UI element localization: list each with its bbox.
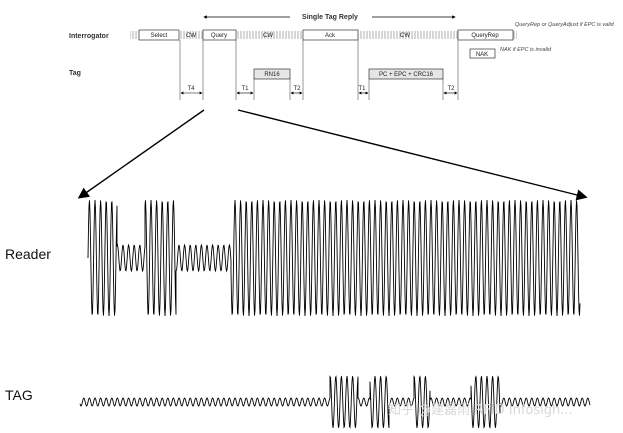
timing-t2-first: T2 xyxy=(293,86,301,92)
timing-t4: T4 xyxy=(187,86,195,92)
cw-label-2: CW xyxy=(263,33,273,39)
invalid-note-text: NAK if EPC is invalid xyxy=(500,47,552,53)
timing-markers: T4 T1 T2 T1 T2 xyxy=(180,86,458,95)
nak-command-box xyxy=(469,48,496,59)
zoom-arrow-left xyxy=(77,109,205,199)
pc-epc-crc-reply-label: PC + EPC + CRC16 xyxy=(379,72,434,78)
tag-waveform-label: TAG xyxy=(5,387,33,403)
query-rep-command-box xyxy=(457,29,514,41)
query-command-box xyxy=(202,29,237,41)
cw-label-1: CW xyxy=(186,33,196,39)
pc-epc-crc-reply-box xyxy=(368,68,444,80)
tag-waveform xyxy=(79,375,591,429)
watermark: 知乎 @建磊雨 RFID Infosigh... xyxy=(388,402,573,418)
timing-t1-second: T1 xyxy=(358,86,366,92)
tag-row-label: Tag xyxy=(69,70,81,77)
valid-note-text: QueryRep or QueryAdjust if EPC is valid xyxy=(515,22,614,28)
protocol-sequence: Single Tag Reply Interrogator Select CW … xyxy=(69,14,614,100)
reader-waveform xyxy=(87,199,581,317)
valid-note: QueryRep or QueryAdjust if EPC is valid xyxy=(515,22,614,28)
ack-command-label: Ack xyxy=(325,33,336,39)
rn16-reply-box xyxy=(253,68,291,80)
invalid-note: NAK if EPC is invalid xyxy=(500,47,552,53)
query-rep-command-label: QueryRep xyxy=(471,33,499,39)
interrogator-label: Interrogator xyxy=(69,33,109,40)
rn16-reply-label: RN16 xyxy=(264,72,280,78)
cw-label-3: CW xyxy=(400,33,410,39)
select-command-label: Select xyxy=(151,33,168,39)
query-command-label: Query xyxy=(211,33,227,39)
reader-waveform-label: Reader xyxy=(5,246,51,262)
single-tag-reply-label: Single Tag Reply xyxy=(302,14,358,21)
timing-t2-second: T2 xyxy=(447,86,455,92)
timing-t1-first: T1 xyxy=(241,86,249,92)
ack-command-box xyxy=(302,29,359,41)
timing-guide-lines xyxy=(179,40,459,100)
select-command-box xyxy=(138,29,180,41)
nak-command-label: NAK xyxy=(476,52,488,58)
zoom-arrow-right xyxy=(237,109,588,201)
